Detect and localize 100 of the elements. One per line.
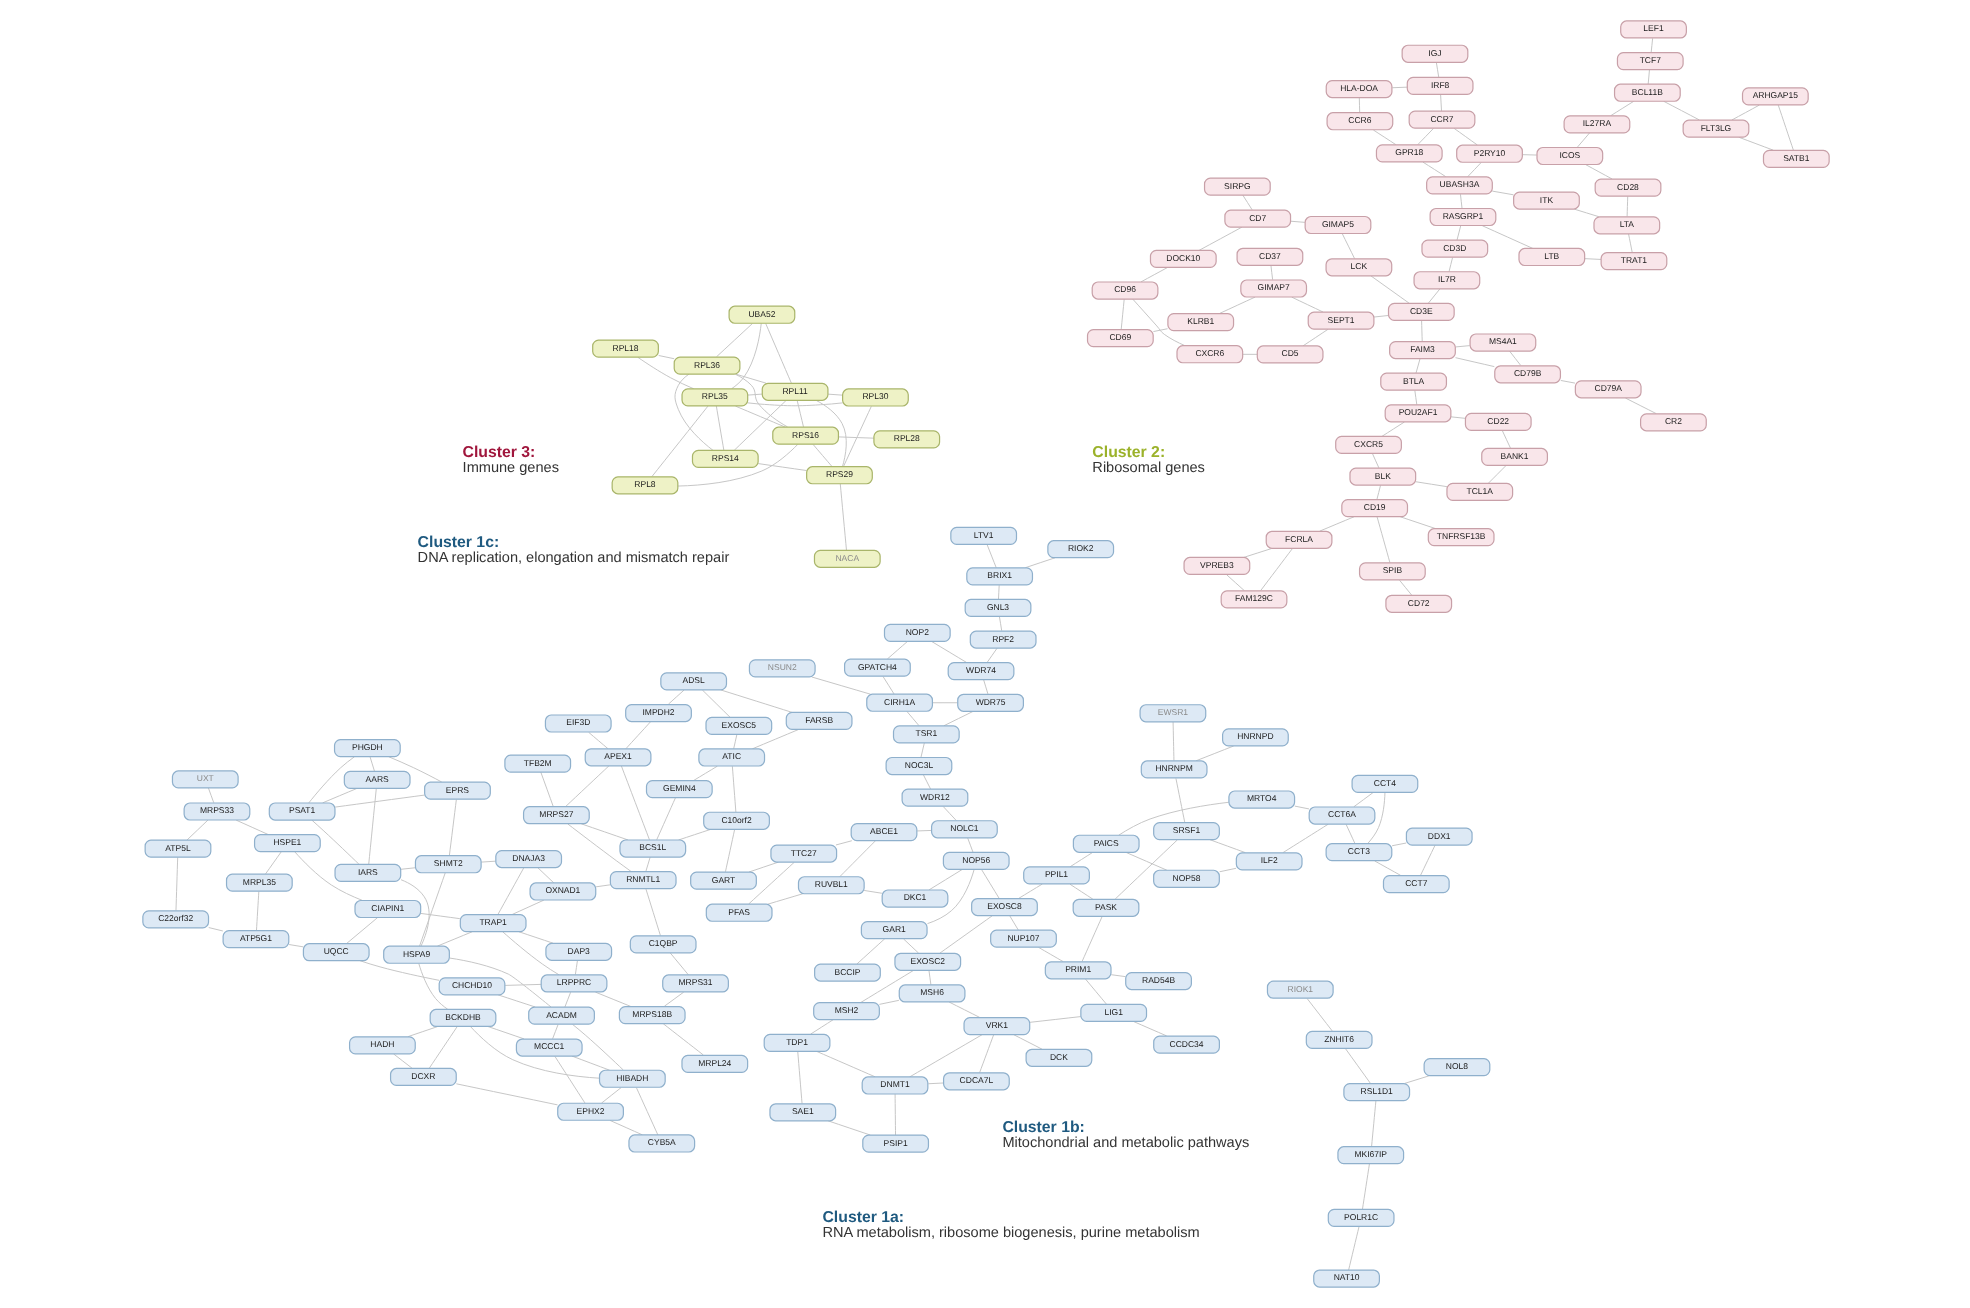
- connector: [733, 373, 788, 428]
- connector: [1508, 350, 1521, 366]
- connector: [469, 1026, 599, 1079]
- connector: [293, 851, 362, 901]
- connector: [1627, 233, 1632, 253]
- connector: [1028, 1016, 1081, 1023]
- connector: [1419, 844, 1435, 876]
- connector: [644, 888, 660, 936]
- connector: [1487, 465, 1506, 484]
- connector: [1427, 288, 1440, 304]
- connector: [730, 322, 761, 390]
- connector: [1390, 86, 1407, 89]
- connector: [747, 861, 794, 905]
- connector: [730, 765, 736, 813]
- connector: [1083, 978, 1106, 1005]
- connector: [496, 867, 524, 915]
- connector: [517, 931, 553, 944]
- connector: [392, 1053, 412, 1069]
- connector: [668, 952, 688, 976]
- connector: [447, 799, 456, 857]
- connector: [1500, 430, 1510, 449]
- connector: [1414, 481, 1447, 488]
- connector: [902, 938, 919, 954]
- connector: [1132, 1021, 1167, 1037]
- connector: [905, 710, 919, 726]
- connector: [419, 912, 460, 920]
- connector: [919, 742, 924, 758]
- connector: [1370, 1100, 1376, 1147]
- connector: [563, 991, 571, 1008]
- connector: [814, 399, 846, 468]
- connector: [1119, 298, 1124, 330]
- connector: [1455, 225, 1461, 241]
- connector: [1344, 823, 1355, 844]
- connector: [1068, 883, 1093, 900]
- connector: [553, 1056, 585, 1104]
- connector: [1301, 328, 1328, 347]
- connector: [1649, 37, 1653, 53]
- connector: [1662, 100, 1699, 121]
- connector: [1017, 883, 1042, 899]
- connector: [1466, 162, 1481, 178]
- connector: [925, 869, 974, 925]
- connector: [809, 1019, 833, 1035]
- connector: [587, 731, 608, 750]
- connector: [756, 463, 806, 471]
- connector: [619, 765, 649, 841]
- connector: [1357, 97, 1360, 114]
- connector: [719, 689, 792, 713]
- connector: [1117, 801, 1229, 836]
- connector: [862, 889, 882, 894]
- connector: [1575, 132, 1589, 148]
- connector: [746, 402, 842, 407]
- connector: [454, 1083, 557, 1106]
- connector: [1259, 548, 1292, 592]
- connector: [985, 647, 997, 663]
- connector: [1454, 345, 1470, 348]
- connector: [636, 356, 694, 390]
- connector: [1113, 839, 1177, 900]
- connector: [1375, 484, 1380, 500]
- connector: [732, 400, 786, 451]
- connector: [1036, 946, 1063, 963]
- connector: [655, 797, 675, 841]
- connector: [1373, 860, 1401, 876]
- connector: [1281, 823, 1328, 854]
- connector: [662, 991, 684, 1007]
- connector: [564, 765, 609, 808]
- connector: [1609, 100, 1634, 117]
- connector: [566, 823, 631, 872]
- connector: [1352, 792, 1373, 808]
- connector: [594, 884, 610, 888]
- connector: [264, 851, 281, 875]
- connector: [479, 860, 495, 863]
- connector: [634, 1087, 658, 1136]
- connector: [1131, 298, 1185, 346]
- connector: [307, 756, 354, 804]
- connector: [1371, 453, 1379, 469]
- connector: [1372, 315, 1388, 318]
- connector: [1174, 777, 1185, 824]
- connector: [1521, 154, 1537, 156]
- connector: [321, 788, 357, 804]
- connector: [1646, 69, 1649, 85]
- connector: [881, 676, 894, 695]
- connector: [1269, 264, 1273, 281]
- connector: [855, 938, 885, 965]
- connector: [859, 969, 914, 1004]
- connector: [1375, 516, 1390, 564]
- connector: [723, 829, 735, 873]
- connector: [714, 405, 724, 451]
- connector: [333, 794, 424, 808]
- connector: [624, 721, 650, 750]
- connector: [1366, 792, 1385, 844]
- connector: [811, 444, 832, 467]
- connector: [1434, 61, 1439, 78]
- connector: [826, 393, 842, 396]
- connector: [1197, 226, 1242, 251]
- connector: [1449, 416, 1465, 419]
- connector: [1439, 94, 1441, 112]
- connector: [1398, 579, 1412, 596]
- connector: [1458, 193, 1462, 209]
- connector: [657, 355, 674, 360]
- connector: [677, 828, 710, 841]
